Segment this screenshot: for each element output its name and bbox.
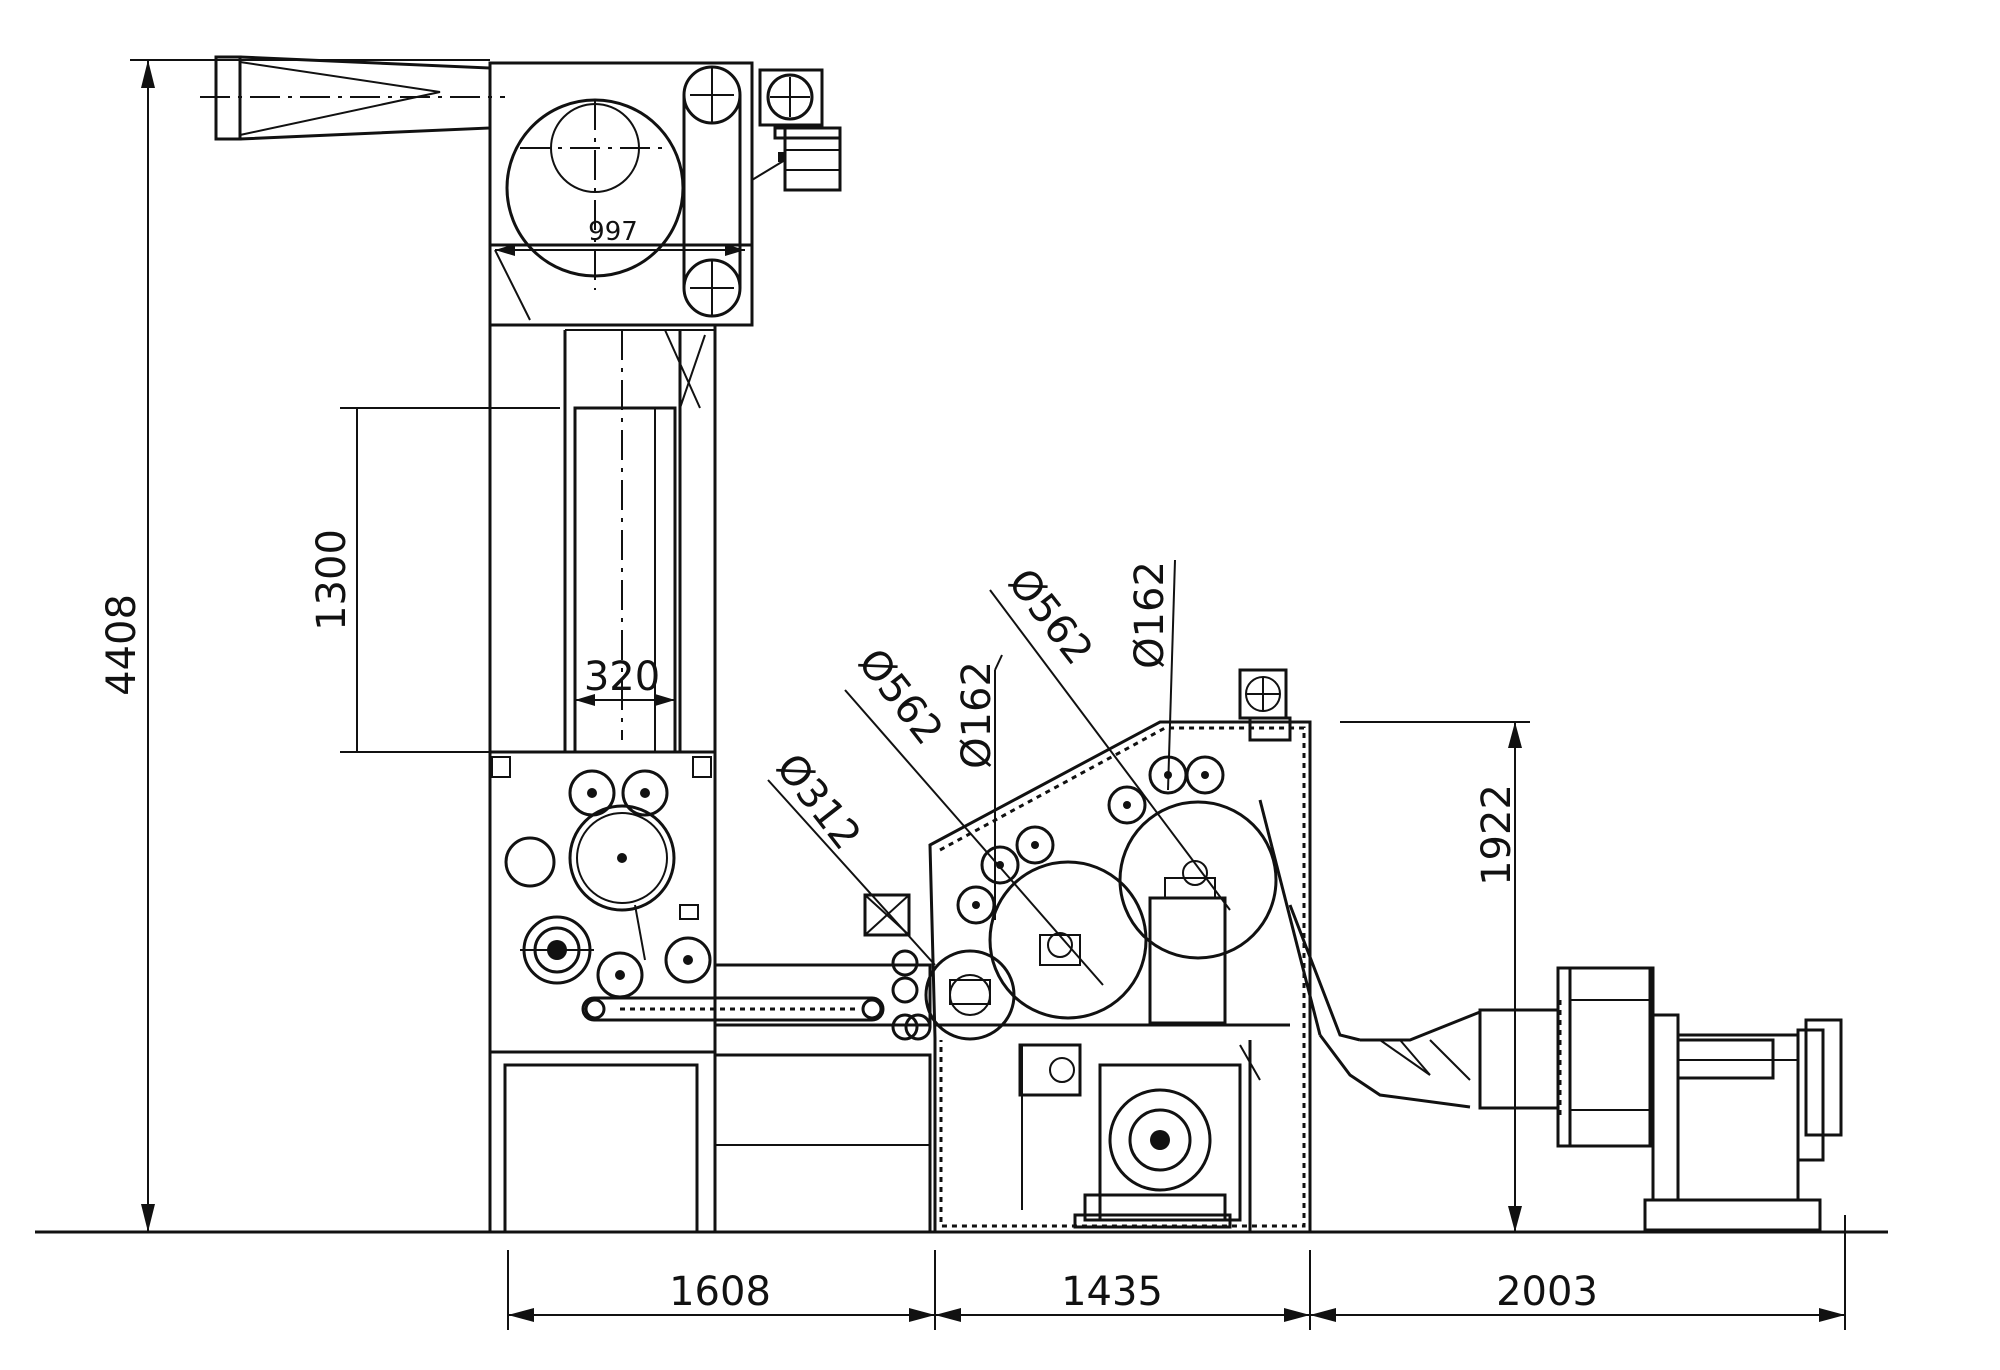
- feeder-box: [488, 750, 932, 1234]
- dim-chute-width: 320: [584, 654, 660, 700]
- dim-base-width-2: 1435: [1061, 1269, 1163, 1315]
- dim-roller-2: Ø562: [849, 640, 952, 753]
- dim-roller-1: Ø312: [767, 745, 870, 858]
- dim-total-height: 4408: [99, 594, 145, 696]
- dimension-labels: 4408 1300 320 997 1922 1608 1435 2003 Ø3…: [99, 217, 1598, 1315]
- dim-roller-3: Ø162: [954, 661, 1000, 769]
- dim-opener-height: 1922: [1474, 784, 1520, 886]
- dim-roller-4: Ø562: [999, 560, 1102, 673]
- dimension-lines: [130, 59, 1846, 1330]
- chute-tower: [488, 325, 717, 1232]
- dim-condenser-diameter: 997: [588, 217, 638, 247]
- dim-chute-height: 1300: [309, 529, 355, 631]
- dim-base-width-1: 1608: [669, 1269, 771, 1315]
- dim-base-width-3: 2003: [1496, 1269, 1598, 1315]
- condenser-unit: [200, 55, 842, 327]
- opener-frame: [863, 668, 1361, 1234]
- dim-roller-5: Ø162: [1127, 561, 1173, 669]
- outlet-fan: [1318, 966, 1843, 1232]
